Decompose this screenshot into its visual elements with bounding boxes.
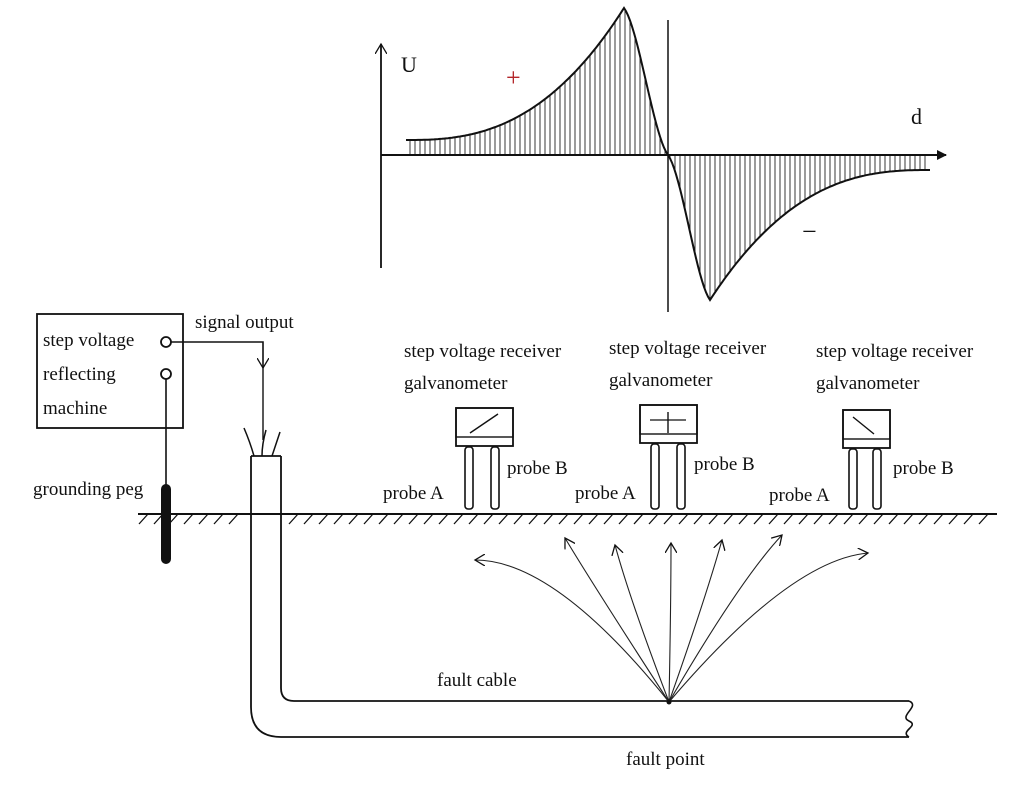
signal-terminal [160, 336, 172, 348]
fault-point: fault point [475, 535, 868, 770]
y-axis-label: U [401, 52, 417, 77]
grounding-peg: grounding peg [33, 379, 171, 564]
signal-radiation-arrows [475, 535, 868, 703]
receiver-title: step voltage receiver [404, 341, 562, 362]
receiver-subtitle: galvanometer [816, 373, 920, 394]
receiver-title: step voltage receiver [609, 338, 767, 359]
machine-label-line1: step voltage [43, 330, 134, 351]
probe-b-label: probe B [507, 458, 568, 479]
receiver-2: step voltage receiver galvanometer probe… [575, 338, 767, 510]
probe-b-label: probe B [893, 458, 954, 479]
probe-a-label: probe A [383, 483, 444, 504]
probe-a [848, 448, 858, 510]
step-voltage-reflecting-machine: step voltage reflecting machine [36, 313, 184, 429]
fault-point-label: fault point [626, 749, 705, 770]
probe-b [490, 446, 500, 510]
positive-sign: + [506, 63, 521, 92]
probe-a [650, 443, 660, 510]
ground-surface [138, 513, 997, 525]
grounding-peg-label: grounding peg [33, 479, 144, 500]
fault-cable-label: fault cable [437, 670, 517, 691]
probe-b-label: probe B [694, 454, 755, 475]
galvanometer-needle [469, 413, 499, 434]
machine-label-line2: reflecting [43, 364, 116, 385]
receiver-title: step voltage receiver [816, 341, 974, 362]
galvanometer-needle [852, 416, 875, 435]
machine-label-line3: machine [43, 398, 107, 419]
voltage-graph: U d + − [381, 6, 947, 312]
receiver-subtitle: galvanometer [609, 370, 713, 391]
x-axis-label: d [911, 104, 922, 129]
negative-sign: − [802, 217, 817, 246]
ground-terminal [160, 368, 172, 380]
graph-hatching [409, 9, 926, 300]
receiver-3: step voltage receiver galvanometer probe… [769, 341, 974, 510]
signal-output-wire: signal output [171, 312, 294, 440]
probe-a-label: probe A [575, 483, 636, 504]
probe-a-label: probe A [769, 485, 830, 506]
probe-b [676, 443, 686, 510]
receiver-subtitle: galvanometer [404, 373, 508, 394]
fault-cable: fault cable [243, 427, 914, 738]
probe-a [464, 446, 474, 510]
receiver-1: step voltage receiver galvanometer probe… [383, 341, 568, 510]
probe-b [872, 448, 882, 510]
signal-output-label: signal output [195, 312, 294, 333]
